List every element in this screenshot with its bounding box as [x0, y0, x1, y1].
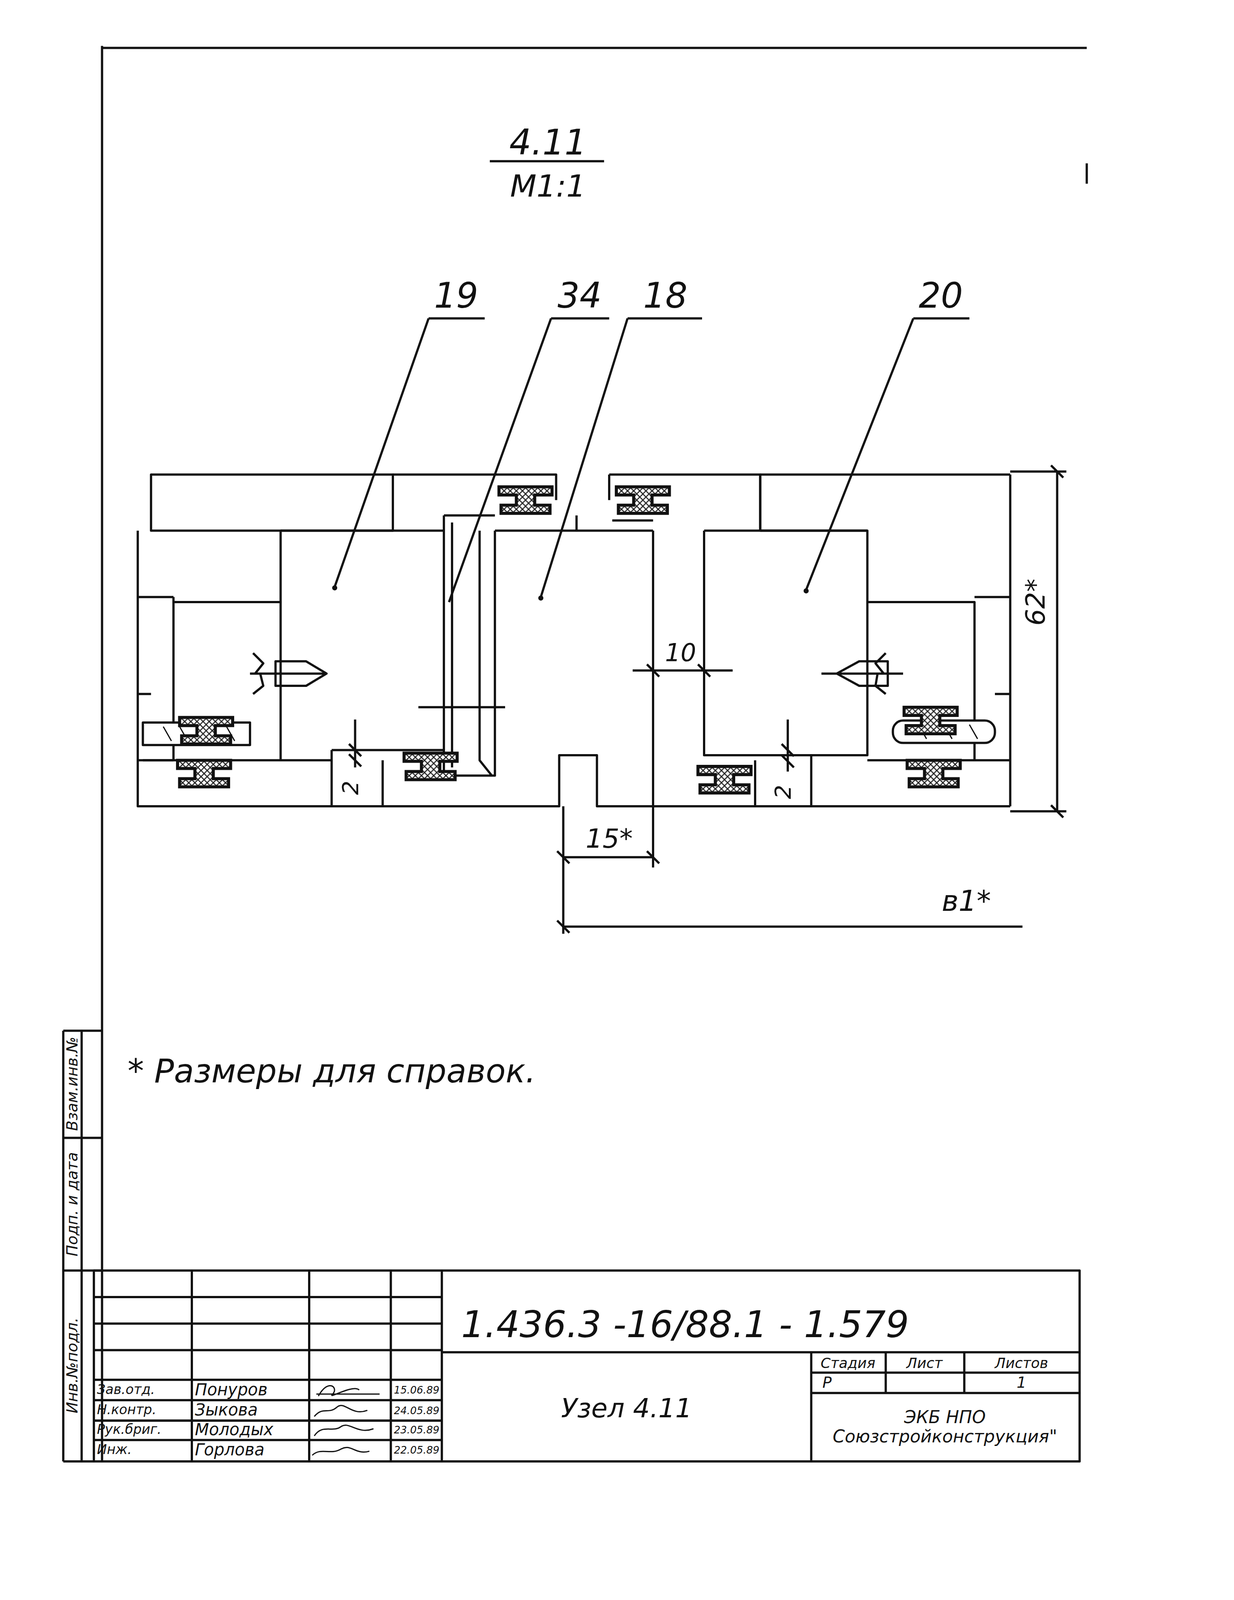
table-cell: Р	[822, 1374, 832, 1392]
table-cell: Инж.	[97, 1442, 133, 1458]
table-cell: 1	[1016, 1374, 1027, 1392]
table-cell: 22.05.89	[394, 1444, 440, 1456]
table-cell: Листов	[994, 1355, 1049, 1372]
table-cell: Н.контр.	[97, 1402, 157, 1418]
table-cell: Горлова	[194, 1440, 265, 1459]
table-cell: 24.05.89	[394, 1404, 440, 1416]
table-cell: Понуров	[194, 1380, 268, 1399]
table-cell: Зав.отд.	[97, 1382, 155, 1398]
drawing-code: 1.436.3 -16/88.1 - 1.579	[461, 1304, 909, 1345]
organization-name: ЭКБ НПО Союзстройконструкция"	[817, 1407, 1073, 1446]
callout-number: 19	[433, 276, 479, 315]
table-cell: 15.06.89	[394, 1383, 440, 1396]
view-title: 4.11	[509, 123, 588, 162]
callout-number: 34	[557, 276, 602, 315]
table-cell: Лист	[906, 1355, 943, 1372]
callout-number: 20	[918, 276, 964, 315]
scale-note: М1:1	[509, 168, 586, 203]
dimension-value: 62*	[1021, 578, 1051, 626]
stamp-field: Взам.инв.№	[64, 1036, 82, 1131]
dimension-value: 2	[338, 780, 364, 795]
dimension-value: 2	[771, 784, 797, 800]
callout-number: 18	[643, 276, 688, 315]
footnote: * Размеры для справок.	[127, 1053, 536, 1090]
node-title: Узел 4.11	[561, 1393, 693, 1423]
table-cell: Рук.бриг.	[97, 1422, 162, 1438]
dimension-value: 15*	[585, 824, 633, 854]
table-cell: Зыкова	[194, 1401, 258, 1420]
table-cell: 23.05.89	[394, 1423, 440, 1436]
dimension-value: 10	[664, 639, 697, 667]
stamp-field: Инв.№подл.	[64, 1317, 82, 1414]
stamp-field: Подп. и дата	[64, 1152, 82, 1257]
table-cell: Стадия	[820, 1355, 876, 1372]
table-cell: Молодых	[194, 1420, 274, 1439]
dimension-value: в1*	[941, 886, 991, 918]
